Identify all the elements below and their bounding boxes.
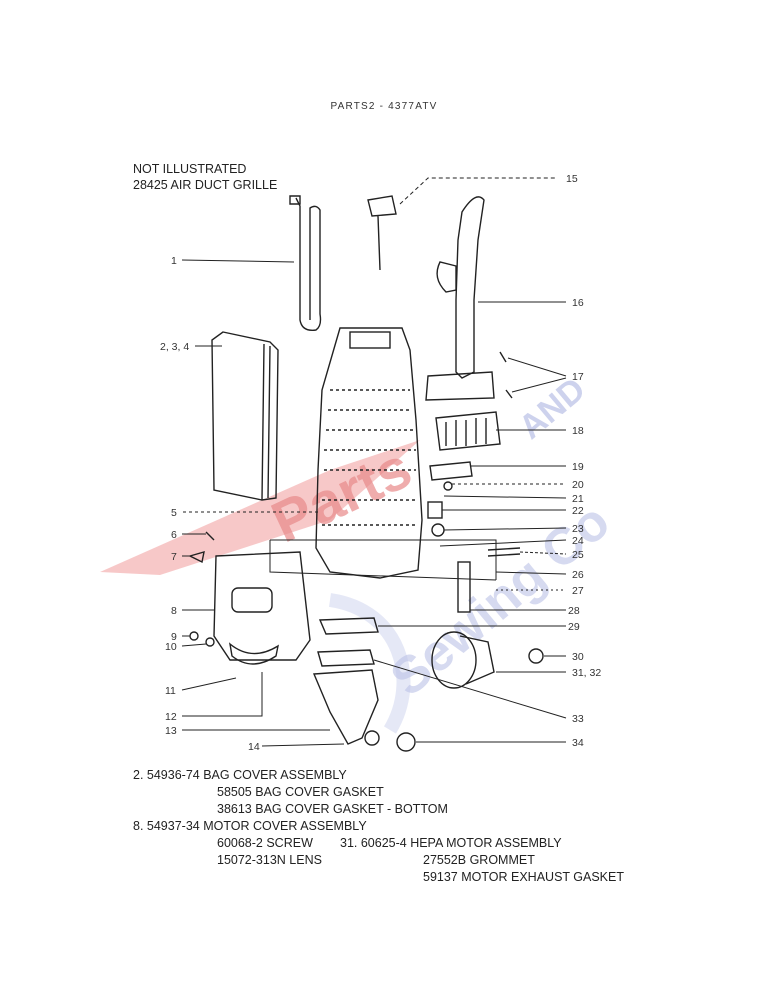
part-wheel — [364, 730, 380, 746]
part-22 — [427, 501, 443, 519]
callout-30: 30 — [572, 651, 584, 663]
motor-cover-part — [213, 551, 311, 661]
callout-18: 18 — [572, 425, 584, 437]
clip-7 — [188, 551, 205, 564]
callout-25: 25 — [572, 549, 584, 561]
page-title: PARTS2 - 4377ATV — [330, 101, 438, 112]
leader-14 — [261, 743, 345, 747]
leader-17 — [507, 357, 567, 393]
leader-33 — [373, 659, 567, 719]
bracket-part-18 — [435, 411, 501, 451]
screw-10 — [205, 637, 215, 647]
leader-24 — [439, 539, 567, 547]
callout-23: 23 — [572, 523, 584, 535]
watermark-blue-arc — [328, 593, 411, 734]
callout-31-32: 31, 32 — [572, 667, 601, 679]
callout-15: 15 — [566, 173, 578, 185]
filter-33 — [317, 649, 375, 667]
leader-10 — [181, 643, 207, 647]
leader-25 — [519, 551, 567, 555]
callout-9: 9 — [171, 631, 177, 643]
callout-24: 24 — [572, 535, 584, 547]
bag-cover-edge — [261, 343, 271, 501]
exhaust-base-part — [312, 669, 379, 745]
main-body-part — [315, 327, 423, 579]
callout-labels: 1 2, 3, 4 5 6 7 8 9 10 11 12 13 14 15 16… — [160, 173, 601, 753]
watermark-red-swoosh — [100, 440, 420, 575]
bracket-slots — [445, 418, 487, 446]
body-ribs — [322, 389, 418, 526]
callout-14: 14 — [248, 741, 260, 753]
callout-11: 11 — [165, 685, 176, 697]
switch-part — [367, 195, 397, 271]
leader-11 — [181, 677, 237, 691]
callout-8: 8 — [171, 605, 177, 617]
watermark: Parts AND Sewing Co — [100, 370, 621, 734]
motor-part — [431, 631, 477, 689]
filter-29 — [318, 617, 379, 635]
motor-body — [459, 635, 495, 685]
callout-12: 12 — [165, 711, 177, 723]
part-34 — [396, 732, 416, 752]
callout-22: 22 — [572, 505, 584, 517]
leader-1 — [181, 259, 295, 263]
callout-21: 21 — [572, 493, 584, 505]
watermark-word-parts: Parts — [262, 435, 421, 555]
part-23 — [431, 523, 445, 537]
callout-19: 19 — [572, 461, 584, 473]
not-illustrated-item: 28425 AIR DUCT GRILLE — [133, 178, 278, 192]
leader-lines — [181, 177, 567, 747]
screw-6 — [205, 531, 215, 541]
leader-26 — [495, 571, 567, 575]
handle-part — [455, 196, 485, 379]
screw-9 — [189, 631, 199, 641]
leader-15 — [399, 177, 556, 205]
lens-part — [229, 642, 280, 665]
motor-cover-window — [231, 587, 273, 613]
leader-23 — [443, 527, 567, 531]
callout-5: 5 — [171, 507, 177, 519]
callout-33: 33 — [572, 713, 584, 725]
leader-21 — [443, 495, 567, 499]
callout-10: 10 — [165, 641, 177, 653]
handle-grip — [436, 261, 457, 293]
handle-base — [425, 371, 495, 401]
callout-13: 13 — [165, 725, 177, 737]
not-illustrated-note: NOT ILLUSTRATED 28425 AIR DUCT GRILLE — [133, 161, 277, 193]
callout-6: 6 — [171, 529, 177, 541]
cord-plug-part — [289, 195, 301, 205]
part-25 — [487, 547, 521, 557]
not-illustrated-heading: NOT ILLUSTRATED — [133, 162, 247, 176]
callout-29: 29 — [568, 621, 580, 633]
callout-1: 1 — [171, 255, 177, 267]
leader-12 — [182, 672, 263, 717]
callout-27: 27 — [572, 585, 584, 597]
group-bracket — [269, 539, 497, 581]
callout-20: 20 — [572, 479, 584, 491]
callout-17: 17 — [572, 371, 584, 383]
callout-2-3-4: 2, 3, 4 — [160, 341, 189, 353]
part-28 — [457, 561, 471, 613]
part-19 — [429, 461, 473, 481]
body-top-port — [349, 331, 391, 349]
callout-7: 7 — [171, 551, 177, 563]
bag-cover-part — [211, 331, 279, 501]
part-17 — [499, 351, 513, 399]
callout-28: 28 — [568, 605, 580, 617]
callout-16: 16 — [572, 297, 584, 309]
parts-drawing — [188, 195, 544, 752]
callout-26: 26 — [572, 569, 584, 581]
power-cord-part — [295, 197, 322, 331]
callout-34: 34 — [572, 737, 584, 749]
part-30 — [528, 648, 544, 664]
part-20 — [443, 481, 453, 491]
